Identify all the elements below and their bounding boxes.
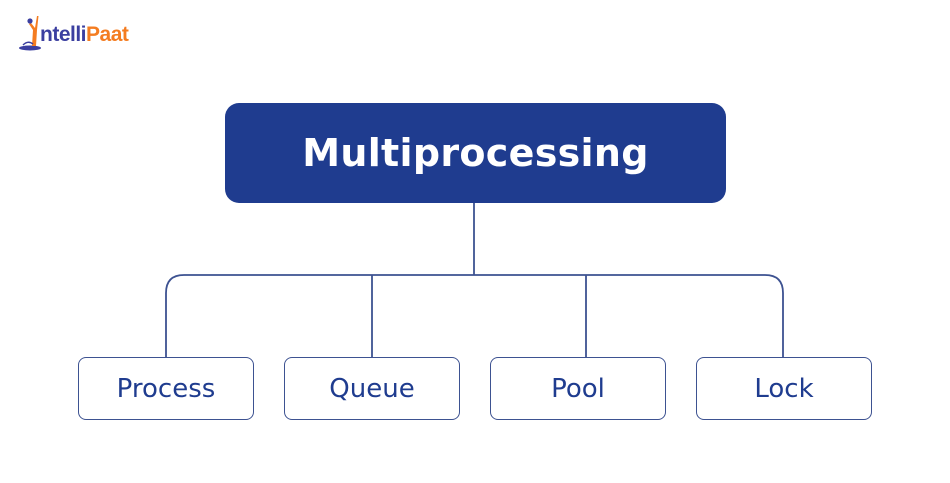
- root-node-multiprocessing: Multiprocessing: [225, 103, 726, 203]
- logo-figure-icon: [19, 16, 41, 51]
- child-node-label: Queue: [329, 373, 415, 404]
- child-node-queue: Queue: [284, 357, 460, 420]
- root-node-label: Multiprocessing: [302, 131, 649, 175]
- intellipaat-logo: ntelliPaat: [18, 12, 129, 52]
- child-node-process: Process: [78, 357, 254, 420]
- branch-bar-line: [165, 274, 784, 357]
- child-node-lock: Lock: [696, 357, 872, 420]
- child-node-label: Pool: [551, 373, 605, 404]
- child-node-label: Process: [116, 373, 216, 404]
- child-node-label: Lock: [754, 373, 814, 404]
- child-node-pool: Pool: [490, 357, 666, 420]
- logo-text-intelli: ntelli: [40, 23, 87, 46]
- logo-text-paat: Paat: [86, 23, 129, 46]
